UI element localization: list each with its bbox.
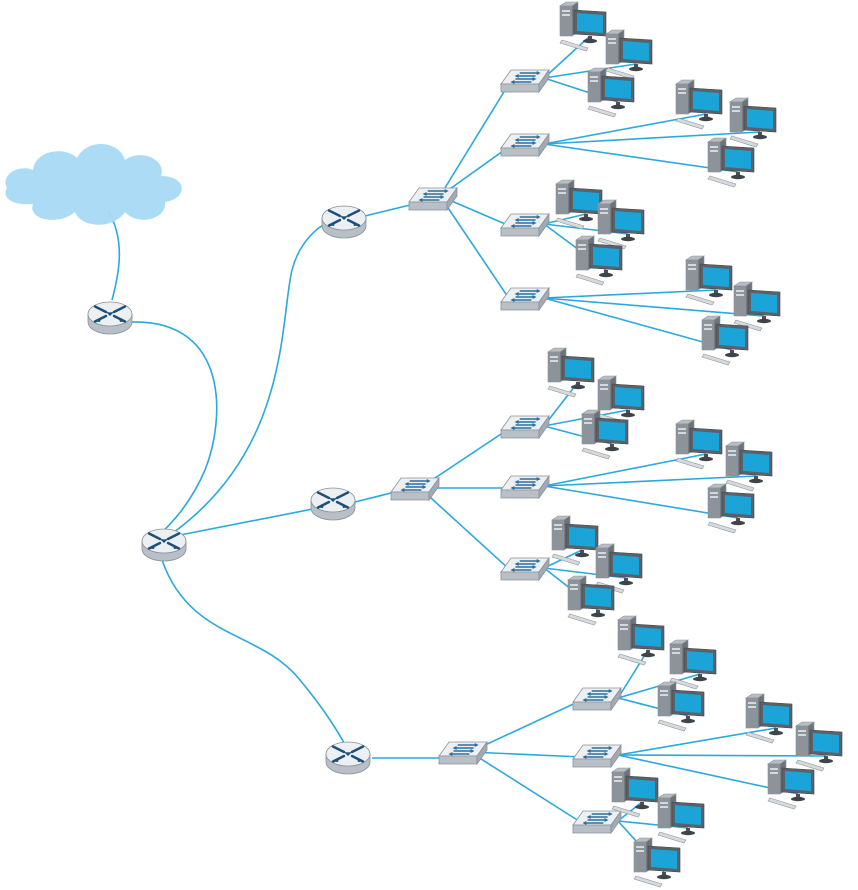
switch-icon xyxy=(409,188,457,210)
workstation-icon xyxy=(618,616,664,665)
switch-icon xyxy=(391,478,439,500)
workstation-icon xyxy=(548,348,594,397)
switch-icon xyxy=(501,476,549,498)
core-to-dist-1-link xyxy=(170,222,330,535)
router-switch-link xyxy=(365,205,410,216)
switch-icon xyxy=(573,811,621,833)
cloud-to-edge-link xyxy=(108,210,119,300)
router-switch-link xyxy=(355,492,395,502)
switch-icon xyxy=(501,416,549,438)
switch-icon xyxy=(501,70,549,92)
workstation-icon xyxy=(670,640,716,689)
access-pc-link xyxy=(618,755,826,756)
router-icon xyxy=(311,488,355,520)
switch-icon xyxy=(501,134,549,156)
workstation-icon xyxy=(598,200,644,249)
workstation-icon xyxy=(708,484,754,533)
router-icon xyxy=(326,742,370,774)
distribution-access-link xyxy=(440,82,510,196)
switch-icon xyxy=(501,288,549,310)
switch-icon xyxy=(439,742,487,764)
workstation-icon xyxy=(708,138,754,187)
core-to-dist-2-link xyxy=(180,508,318,535)
workstation-icon xyxy=(658,794,704,843)
router-icon xyxy=(322,206,366,238)
internet-cloud-icon xyxy=(5,144,181,225)
workstation-icon xyxy=(598,376,644,425)
core-to-dist-3-link xyxy=(162,560,345,745)
access-pc-link xyxy=(618,728,776,755)
workstation-icon xyxy=(568,576,614,625)
access-pc-link xyxy=(544,454,706,486)
switch-icon xyxy=(501,558,549,580)
workstation-icon xyxy=(606,30,652,79)
workstation-icon xyxy=(726,442,772,491)
distribution-access-link xyxy=(420,488,510,570)
switch-icon xyxy=(501,214,549,236)
workstation-icon xyxy=(612,768,658,817)
switch-icon xyxy=(573,688,621,710)
router-icon xyxy=(142,529,186,561)
distribution-access-link xyxy=(470,752,582,757)
workstation-icon xyxy=(634,838,680,887)
distribution-access-link xyxy=(470,752,582,823)
workstation-icon xyxy=(676,420,722,469)
workstation-icon xyxy=(676,80,722,129)
edge-to-core-link xyxy=(132,322,217,536)
workstation-icon xyxy=(734,282,780,331)
workstation-icon xyxy=(658,682,704,731)
workstation-icon xyxy=(552,516,598,565)
workstation-icon xyxy=(796,722,842,771)
workstation-icon xyxy=(730,98,776,147)
workstation-icon xyxy=(746,694,792,743)
workstation-icon xyxy=(556,180,602,229)
workstation-icon xyxy=(768,760,814,809)
workstation-icon xyxy=(560,2,606,51)
switch-icon xyxy=(573,745,621,767)
workstation-icon xyxy=(686,256,732,305)
router-icon xyxy=(88,302,132,334)
